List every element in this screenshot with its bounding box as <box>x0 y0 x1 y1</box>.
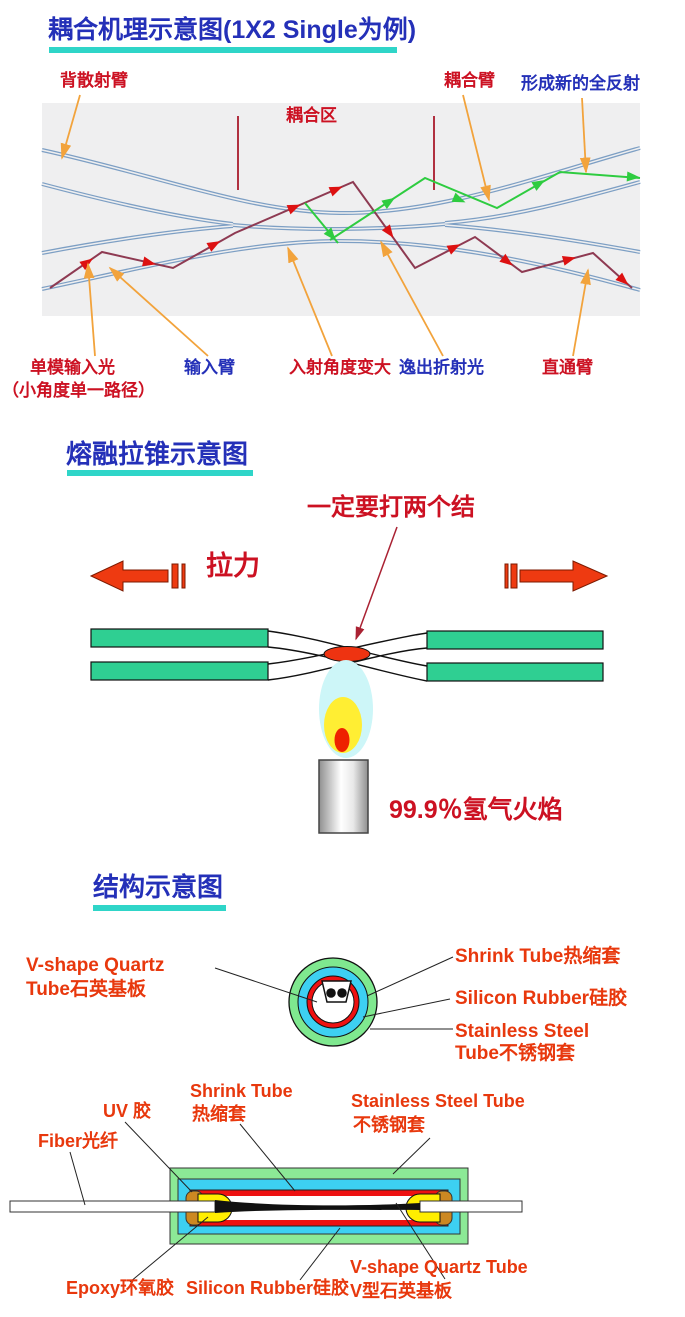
label-sv-vquartz-1: V-shape Quartz Tube <box>350 1257 528 1277</box>
v-groove <box>321 980 352 1003</box>
label-sv-uv: UV 胶 <box>103 1101 152 1121</box>
label-sv-steel-2: 不锈钢套 <box>353 1115 425 1135</box>
label-input-light-2: （小角度单一路径） <box>2 381 155 400</box>
green-ray-path <box>304 170 641 244</box>
structure-side-view <box>9 1121 523 1283</box>
fiber-outlines <box>41 146 641 292</box>
label-pull-force: 拉力 <box>206 551 260 581</box>
label-sv-vquartz-2: V型石英基板 <box>350 1281 453 1301</box>
label-sv-shrink-2: 热缩套 <box>192 1104 246 1124</box>
coupling-panel <box>42 103 640 316</box>
fiber-dot-right <box>337 988 347 998</box>
label-incident-angle: 入射角度变大 <box>289 358 391 377</box>
section1-title: 耦合机理示意图(1X2 Single为例) <box>48 16 417 44</box>
label-cs-steel-1: Stainless Steel <box>455 1021 590 1042</box>
label-new-total-reflection: 形成新的全反射 <box>521 74 640 93</box>
twist-knot <box>323 646 371 662</box>
coupling-region-markers <box>237 116 435 190</box>
label-pointer-arrows <box>60 94 591 357</box>
label-sv-steel-1: Stainless Steel Tube <box>351 1091 525 1111</box>
label-coupling-region: 耦合区 <box>286 106 337 125</box>
note-pointer-arrow <box>355 526 398 641</box>
coupling-diagram <box>41 94 641 357</box>
label-cs-vquartz-2: Tube石英基板 <box>26 979 146 1000</box>
structure-cross-section <box>214 956 454 1047</box>
label-sv-epoxy: Epoxy环氧胶 <box>66 1278 175 1298</box>
green-ray-arrowheads <box>323 171 640 241</box>
fiber-lead-right <box>419 1200 523 1213</box>
label-sv-silicon: Silicon Rubber硅胶 <box>186 1278 350 1298</box>
label-sv-fiber: Fiber光纤 <box>38 1131 119 1151</box>
cross-section-pointer-lines <box>214 956 454 1030</box>
pull-arrow-right-icon <box>504 560 609 592</box>
side-view-pointer-lines <box>69 1121 446 1283</box>
section3-title: 结构示意图 <box>93 872 224 902</box>
label-cs-steel-2: Tube不锈钢套 <box>455 1043 575 1064</box>
label-coupling-arm: 耦合臂 <box>444 71 495 90</box>
label-escaped-light: 逸出折射光 <box>399 358 484 377</box>
label-cs-shrink: Shrink Tube热缩套 <box>455 946 621 967</box>
fiber-dot-left <box>326 988 336 998</box>
label-cs-vquartz-1: V-shape Quartz <box>26 955 165 976</box>
section2-title-underline <box>67 470 253 476</box>
label-hydrogen-flame: 99.9％氢气火焰 <box>389 796 563 824</box>
burner-icon <box>318 759 369 834</box>
red-ray-path <box>49 180 633 289</box>
label-input-arm: 输入臂 <box>184 358 235 377</box>
label-note-two-knots: 一定要打两个结 <box>307 494 475 521</box>
label-backscatter-arm: 背散射臂 <box>60 71 128 90</box>
taper-diagram <box>89 526 609 834</box>
label-cs-silicon: Silicon Rubber硅胶 <box>455 988 628 1009</box>
section2-title: 熔融拉锥示意图 <box>66 439 249 469</box>
tapered-fiber <box>215 1200 420 1213</box>
label-through-arm: 直通臂 <box>542 358 593 377</box>
fiber-bars <box>90 628 604 682</box>
pull-arrow-left-icon <box>89 560 186 592</box>
label-sv-shrink-1: Shrink Tube <box>190 1081 293 1101</box>
section3-title-underline <box>93 905 226 911</box>
flame-icon <box>319 660 373 758</box>
section1-title-underline <box>49 47 397 53</box>
label-input-light-1: 单模输入光 <box>30 358 115 377</box>
fiber-lead-left <box>9 1200 216 1213</box>
